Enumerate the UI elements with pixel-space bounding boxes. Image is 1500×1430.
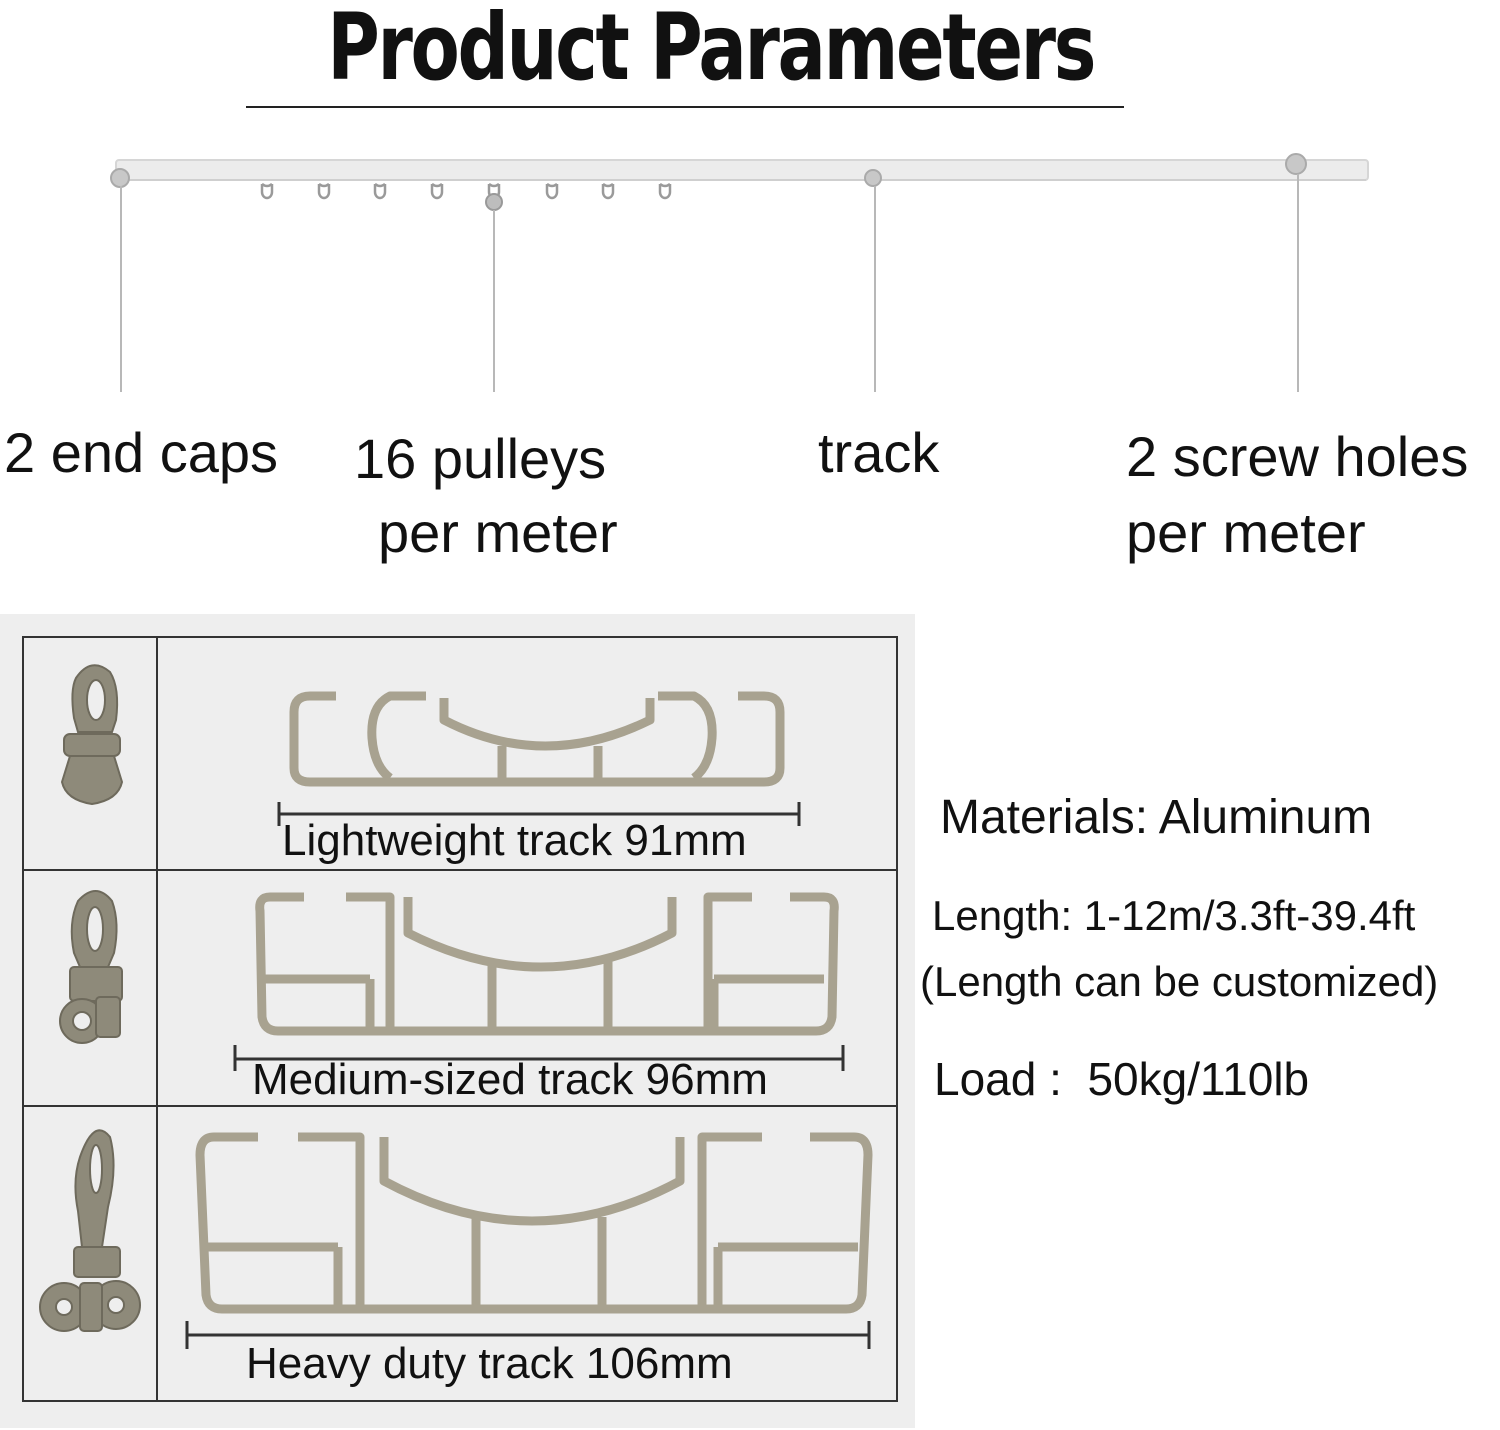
track-label: track [818, 421, 940, 484]
screw-holes-per-meter: per meter [1126, 501, 1366, 564]
pulleys-label: 16 pulleys [354, 420, 606, 498]
medium-track-profile [233, 892, 845, 1071]
screw-holes-label: 2 screw holes [1126, 425, 1469, 488]
double-wheel-glider-icon [39, 1129, 141, 1332]
end-cap-left [110, 168, 130, 188]
page-title: Product Parameters [327, 0, 1096, 101]
lightweight-track-profile [277, 691, 801, 826]
leader-lines [120, 174, 1299, 392]
track-caption: Lightweight track 91mm [282, 816, 747, 865]
track-row-heavy: Heavy duty track 106mm [24, 1105, 896, 1402]
length-spec: Length: 1-12m/3.3ft-39.4ft [932, 892, 1416, 939]
track-caption: Heavy duty track 106mm [246, 1339, 733, 1388]
title-divider [246, 106, 1124, 108]
load-spec: Load : 50kg/110lb [934, 1053, 1310, 1105]
track-row-medium: Medium-sized track 96mm [24, 869, 896, 1107]
materials-spec: Materials: Aluminum [940, 791, 1373, 844]
single-wheel-glider-icon [59, 890, 123, 1044]
heavy-track-profile [185, 1132, 873, 1349]
length-note: (Length can be customized) [920, 958, 1439, 1005]
single-hook-glider-icon [60, 664, 124, 806]
pulleys-per-meter: per meter [378, 501, 618, 564]
track-rail [115, 159, 1369, 181]
end-caps-label: 2 end caps [4, 421, 278, 484]
pulleys [260, 182, 672, 200]
track-row-lightweight: Lightweight track 91mm [24, 638, 896, 869]
track-table: Lightweight track 91mm [22, 636, 898, 1402]
track-diagram [110, 153, 1369, 392]
track-comparison-panel [0, 614, 915, 1428]
pulleys-count: 16 [354, 427, 417, 490]
pulleys-text: pulleys [431, 427, 607, 490]
track-caption: Medium-sized track 96mm [252, 1055, 768, 1104]
